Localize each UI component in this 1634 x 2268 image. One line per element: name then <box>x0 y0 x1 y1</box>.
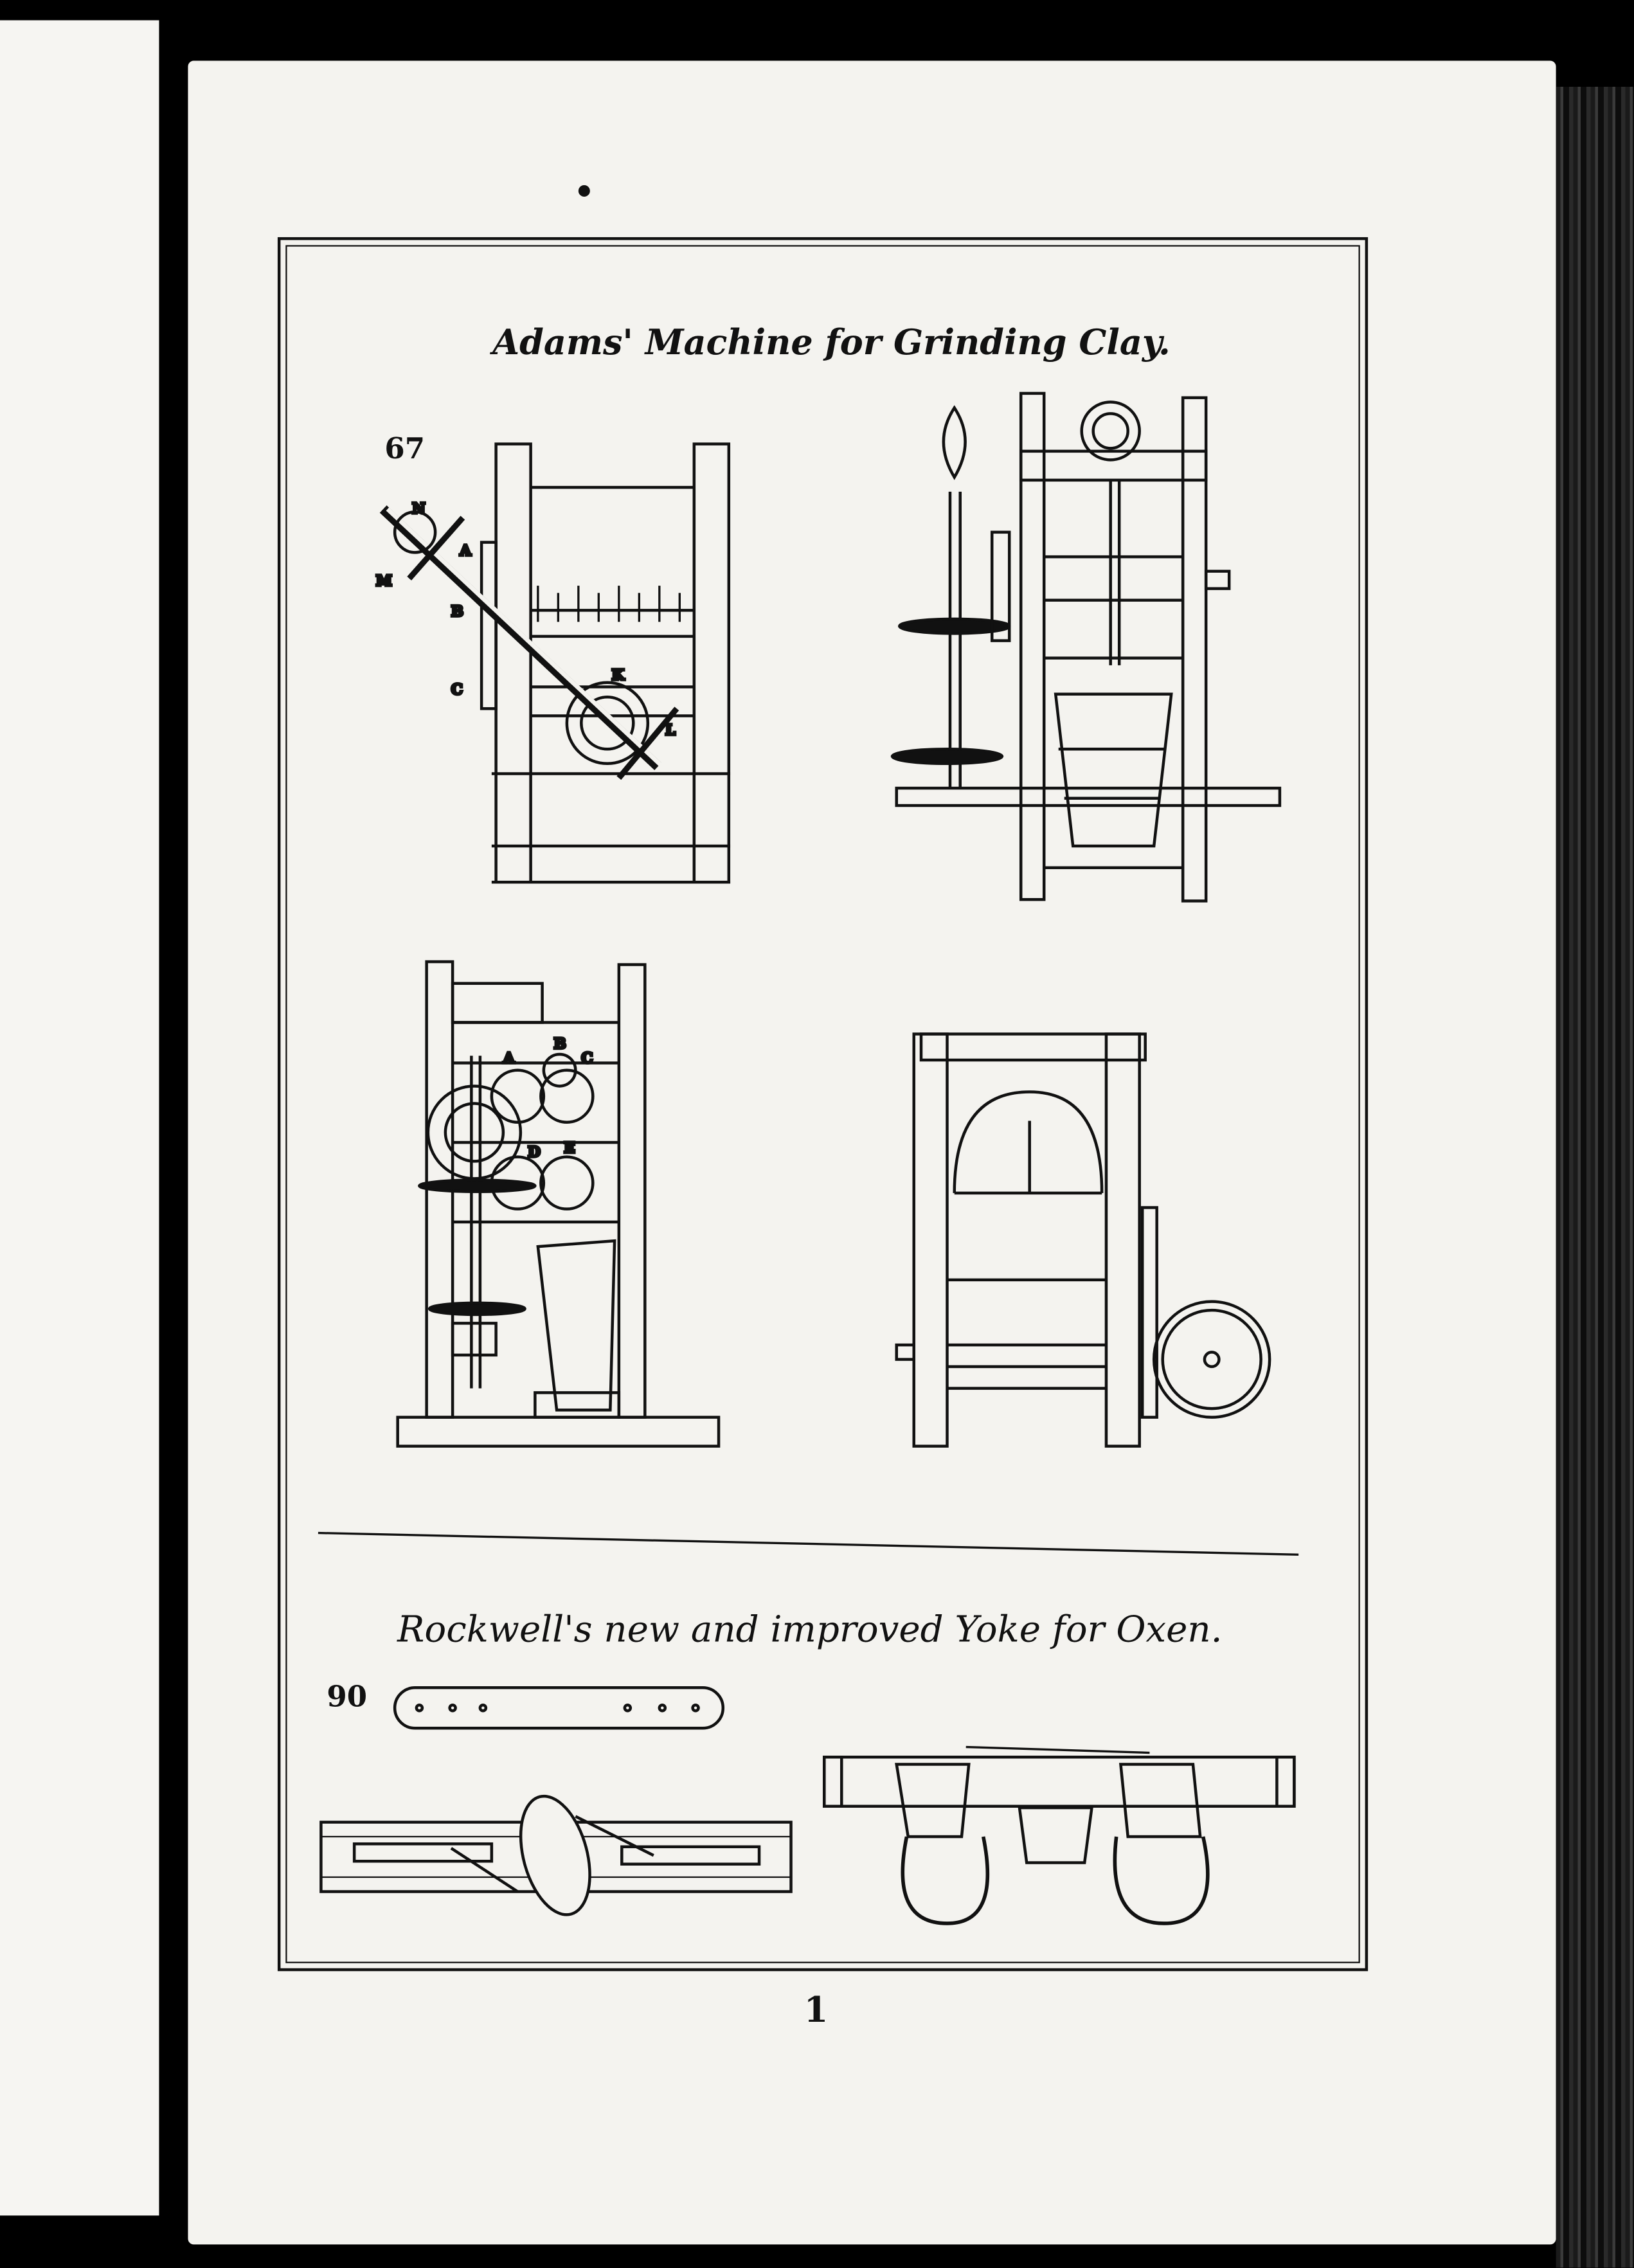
label-d: D <box>528 1144 541 1161</box>
label-b: B <box>451 603 463 620</box>
plate-title-ox-yoke: Rockwell's new and improved Yoke for Oxe… <box>397 1608 1223 1650</box>
label-n: N <box>412 501 426 518</box>
label-c: C <box>451 681 463 698</box>
yoke-beam-front-view <box>823 1745 1296 1925</box>
section-divider <box>318 1531 1299 1556</box>
label-a: A <box>459 543 471 559</box>
plate-title-clay-machine: Adams' Machine for Grinding Clay. <box>492 321 1171 363</box>
figure-grinding-machine-view-2 <box>890 392 1282 903</box>
figure-grinding-machine-view-4 <box>895 1032 1271 1448</box>
figure-grinding-machine-view-3: A B C D E <box>396 960 721 1448</box>
yoke-strap <box>393 1686 725 1730</box>
figure-grinding-machine-view-1: N A M B C K L <box>375 442 731 884</box>
label-a: A <box>503 1050 515 1066</box>
double-border-frame <box>277 237 1369 1972</box>
label-k: K <box>612 667 625 683</box>
label-c: C <box>581 1050 593 1066</box>
figure-number-67: 67 <box>384 431 426 466</box>
label-l: L <box>665 722 676 739</box>
page-number: 1 <box>804 1988 829 2031</box>
page-sheet <box>188 60 1556 2245</box>
label-e: E <box>564 1140 575 1156</box>
book-spine-edge <box>1556 86 1634 2268</box>
label-b: B <box>554 1036 566 1052</box>
figure-number-90: 90 <box>327 1679 368 1714</box>
facing-page-edge <box>0 20 159 2216</box>
ink-speck <box>578 184 590 197</box>
label-m: M <box>376 573 392 590</box>
figure-ox-yoke <box>319 1686 1296 1925</box>
